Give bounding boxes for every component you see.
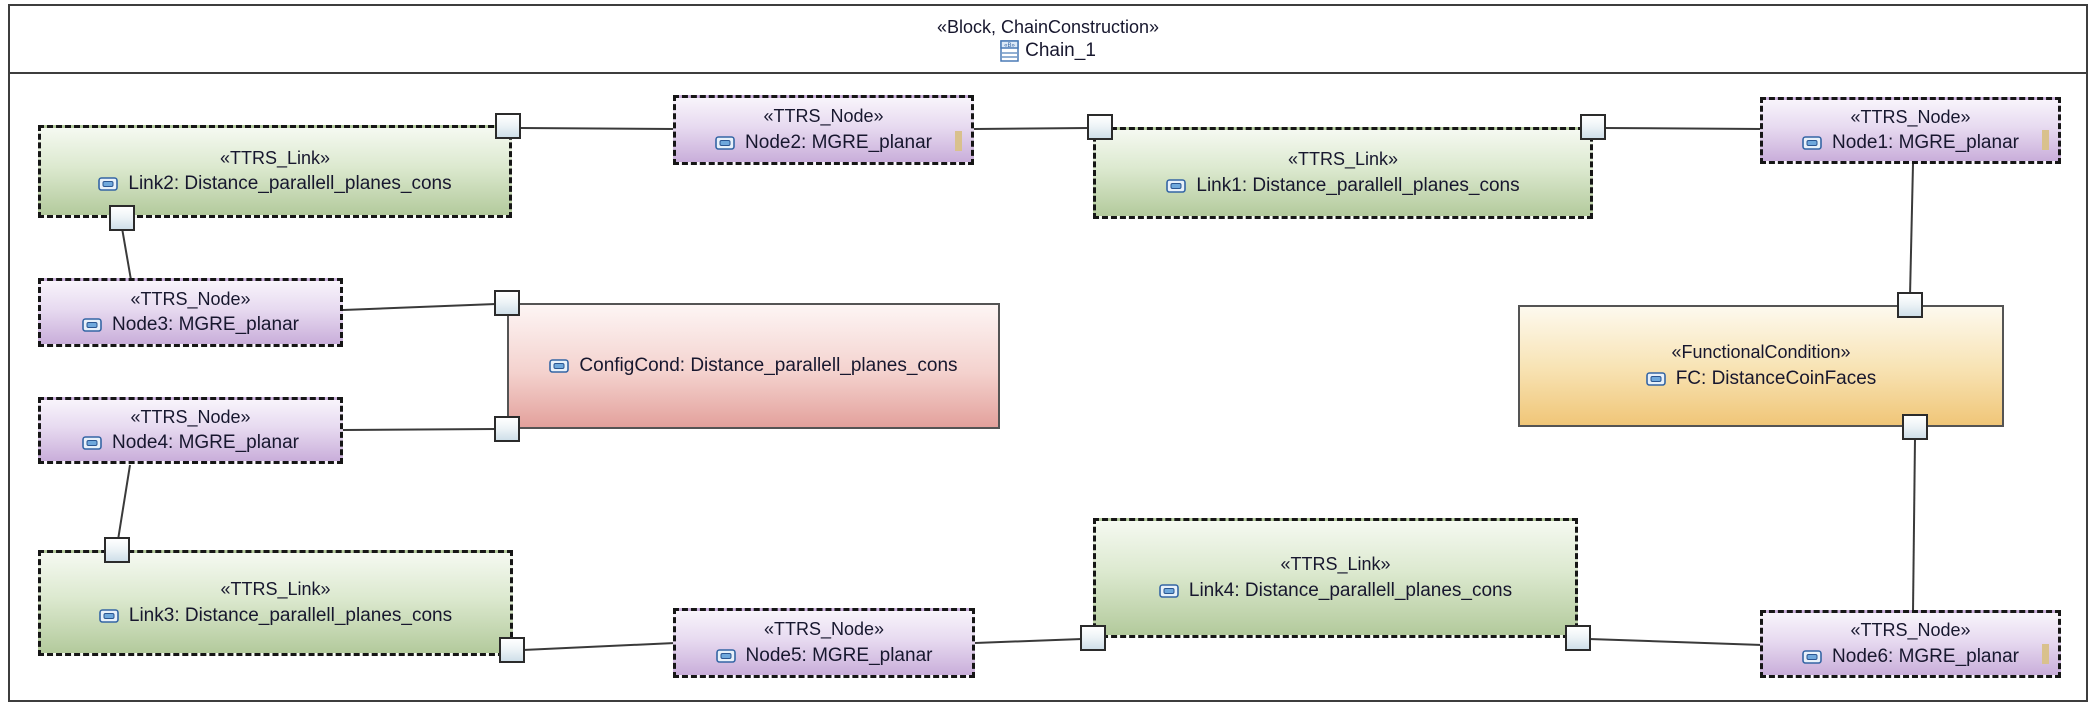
connector-node1-fc[interactable]: [1909, 163, 1914, 297]
connector-link2-node3[interactable]: [121, 227, 132, 281]
port-link3-bottomright[interactable]: [499, 637, 525, 663]
element-node5[interactable]: «TTRS_Node» Node5: MGRE_planar: [673, 608, 975, 678]
svg-text:«B»: «B»: [1004, 43, 1015, 49]
link2-stereotype: «TTRS_Link»: [219, 147, 331, 168]
block-icon: «B»: [1000, 39, 1019, 62]
link3-name: Link3: Distance_parallell_planes_cons: [128, 604, 453, 626]
connector-link3-node5[interactable]: [522, 642, 676, 651]
part-icon: [1159, 584, 1179, 598]
link4-name: Link4: Distance_parallell_planes_cons: [1188, 579, 1513, 601]
part-icon: [549, 359, 570, 373]
port-link2-topright[interactable]: [495, 113, 521, 139]
part-icon: [1166, 179, 1187, 193]
diagram-stereotype: «Block, ChainConstruction»: [936, 16, 1160, 37]
node2-stereotype: «TTRS_Node»: [763, 106, 884, 127]
node2-name: Node2: MGRE_planar: [745, 131, 932, 153]
port-link4-bottomright[interactable]: [1565, 625, 1591, 651]
element-node4[interactable]: «TTRS_Node» Node4: MGRE_planar: [38, 397, 343, 464]
diagram-title: Chain_1: [1025, 39, 1096, 61]
port-configcond-bottom[interactable]: [494, 416, 520, 442]
part-icon: [1802, 136, 1822, 151]
connector-link2-node2[interactable]: [520, 127, 676, 130]
element-link3[interactable]: «TTRS_Link» Link3: Distance_parallell_pl…: [38, 550, 513, 656]
element-node6[interactable]: «TTRS_Node» Node6: MGRE_planar: [1760, 610, 2061, 678]
node3-name: Node3: MGRE_planar: [112, 314, 299, 336]
node6-marker: [2042, 644, 2049, 664]
part-icon: [99, 609, 119, 623]
connector-link1-node1[interactable]: [1603, 127, 1763, 130]
element-link4[interactable]: «TTRS_Link» Link4: Distance_parallell_pl…: [1093, 518, 1578, 638]
element-fc[interactable]: «FunctionalCondition» FC: DistanceCoinFa…: [1518, 305, 2004, 427]
part-icon: [1802, 650, 1822, 664]
node6-name: Node6: MGRE_planar: [1832, 645, 2019, 667]
element-node1[interactable]: «TTRS_Node» Node1: MGRE_planar: [1760, 97, 2061, 164]
node1-marker: [2042, 130, 2049, 150]
link2-name: Link2: Distance_parallell_planes_cons: [128, 173, 452, 195]
element-node2[interactable]: «TTRS_Node» Node2: MGRE_planar: [673, 95, 974, 165]
part-icon: [98, 177, 119, 192]
link1-name: Link1: Distance_parallell_planes_cons: [1196, 174, 1520, 196]
port-fc-top[interactable]: [1897, 292, 1923, 318]
part-icon: [82, 318, 102, 333]
part-icon: [715, 649, 736, 663]
link1-stereotype: «TTRS_Link»: [1287, 149, 1399, 170]
port-link1-topleft[interactable]: [1087, 114, 1113, 140]
connector-node4-configcond[interactable]: [342, 428, 497, 431]
element-link2[interactable]: «TTRS_Link» Link2: Distance_parallell_pl…: [38, 125, 512, 218]
part-icon: [715, 136, 735, 150]
connector-fc-node6[interactable]: [1912, 437, 1916, 613]
element-configcond[interactable]: ConfigCond: Distance_parallell_planes_co…: [507, 303, 1000, 429]
node6-stereotype: «TTRS_Node»: [1850, 620, 1971, 641]
link3-stereotype: «TTRS_Link»: [220, 579, 331, 600]
node2-marker: [955, 131, 962, 151]
node4-stereotype: «TTRS_Node»: [130, 406, 251, 427]
port-link4-bottomleft[interactable]: [1080, 625, 1106, 651]
node1-stereotype: «TTRS_Node»: [1850, 106, 1971, 127]
port-link3-top[interactable]: [104, 537, 130, 563]
part-icon: [82, 436, 102, 451]
node4-name: Node4: MGRE_planar: [112, 432, 299, 454]
port-link2-bottom[interactable]: [109, 205, 135, 231]
element-link1[interactable]: «TTRS_Link» Link1: Distance_parallell_pl…: [1093, 127, 1593, 219]
connector-node2-link1[interactable]: [973, 127, 1090, 130]
connector-node3-configcond[interactable]: [342, 303, 497, 311]
port-link1-topright[interactable]: [1580, 114, 1606, 140]
node5-name: Node5: MGRE_planar: [745, 644, 933, 666]
connector-node6-link4[interactable]: [1588, 638, 1763, 646]
port-fc-bottom[interactable]: [1902, 414, 1928, 440]
part-icon: [1645, 372, 1666, 386]
diagram-header: «Block, ChainConstruction» «B» Chain_1: [10, 6, 2086, 74]
node5-stereotype: «TTRS_Node»: [763, 619, 885, 640]
connector-node5-link4[interactable]: [974, 638, 1083, 644]
fc-name: FC: DistanceCoinFaces: [1675, 367, 1877, 389]
node1-name: Node1: MGRE_planar: [1832, 132, 2019, 154]
port-configcond-top[interactable]: [494, 290, 520, 316]
configcond-name: ConfigCond: Distance_parallell_planes_co…: [579, 355, 958, 377]
link4-stereotype: «TTRS_Link»: [1280, 554, 1391, 575]
element-node3[interactable]: «TTRS_Node» Node3: MGRE_planar: [38, 278, 343, 347]
node3-stereotype: «TTRS_Node»: [130, 288, 251, 309]
fc-stereotype: «FunctionalCondition»: [1671, 342, 1851, 363]
connector-node4-link3[interactable]: [117, 464, 131, 541]
diagram-name-row: «B» Chain_1: [1000, 40, 1096, 62]
